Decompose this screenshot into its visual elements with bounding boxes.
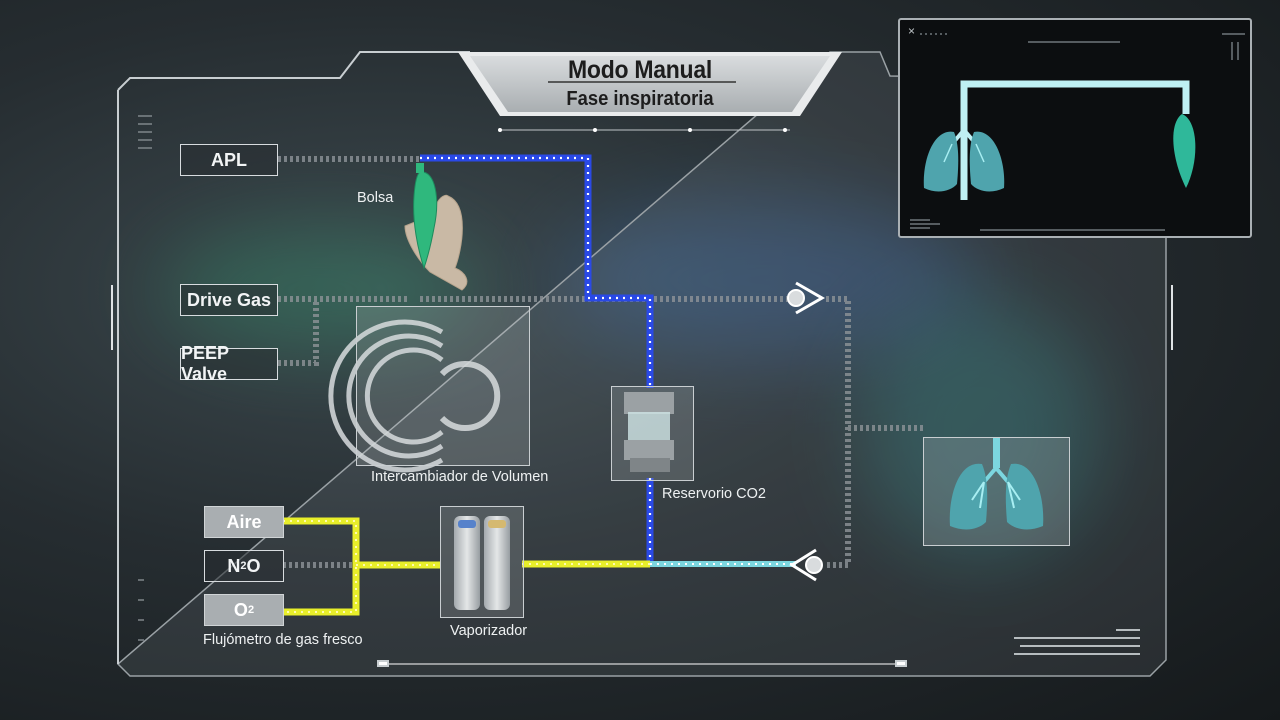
vaporizer-caption: Vaporizador — [450, 623, 528, 639]
check-valve-expiratory — [789, 548, 823, 582]
vaporizer-icon — [454, 516, 510, 610]
lungs-icon — [949, 438, 1044, 530]
lungs-panel — [923, 437, 1070, 546]
volume-exchanger-icon — [328, 319, 501, 473]
co2-reservoir-caption: Reservorio CO2 — [662, 486, 766, 502]
vaporizer-panel — [440, 506, 524, 618]
aire-label: Aire — [204, 506, 284, 538]
mode-title: Modo Manual — [568, 56, 712, 84]
minimap-drawing — [910, 33, 1245, 231]
idle-pipes — [278, 156, 925, 568]
o2-subscript: 2 — [247, 604, 255, 616]
flowmeter-caption: Flujómetro de gas fresco — [203, 632, 363, 648]
n2o-base: N — [227, 555, 241, 576]
drive-gas-label: Drive Gas — [180, 284, 278, 316]
volume-exchanger-caption: Intercambiador de Volumen — [371, 469, 549, 485]
phase-subtitle: Fase inspiratoria — [566, 88, 714, 110]
bolsa-caption: Bolsa — [357, 190, 394, 206]
check-valve-inspiratory — [787, 281, 826, 315]
apl-label: APL — [180, 144, 278, 176]
n2o-end: O — [246, 555, 261, 576]
frame-ticks-right — [1014, 629, 1140, 655]
co2-reservoir-panel — [611, 386, 694, 481]
volume-exchanger-panel — [356, 306, 530, 466]
title-plate — [458, 52, 842, 132]
o2-base: O — [233, 599, 248, 620]
n2o-subscript: 2 — [240, 560, 247, 572]
yellow-flow-pipe — [283, 517, 650, 616]
frame-ticks-left — [138, 115, 152, 641]
patient-circuit-minimap: × — [898, 18, 1252, 238]
bag-hand-icon — [404, 163, 468, 291]
peep-valve-label: PEEP Valve — [180, 343, 278, 384]
minimap-close-icon[interactable]: × — [908, 24, 916, 38]
title-plate-text: Modo Manual Fase inspiratoria — [460, 50, 820, 116]
co2-reservoir-icon — [624, 392, 674, 472]
